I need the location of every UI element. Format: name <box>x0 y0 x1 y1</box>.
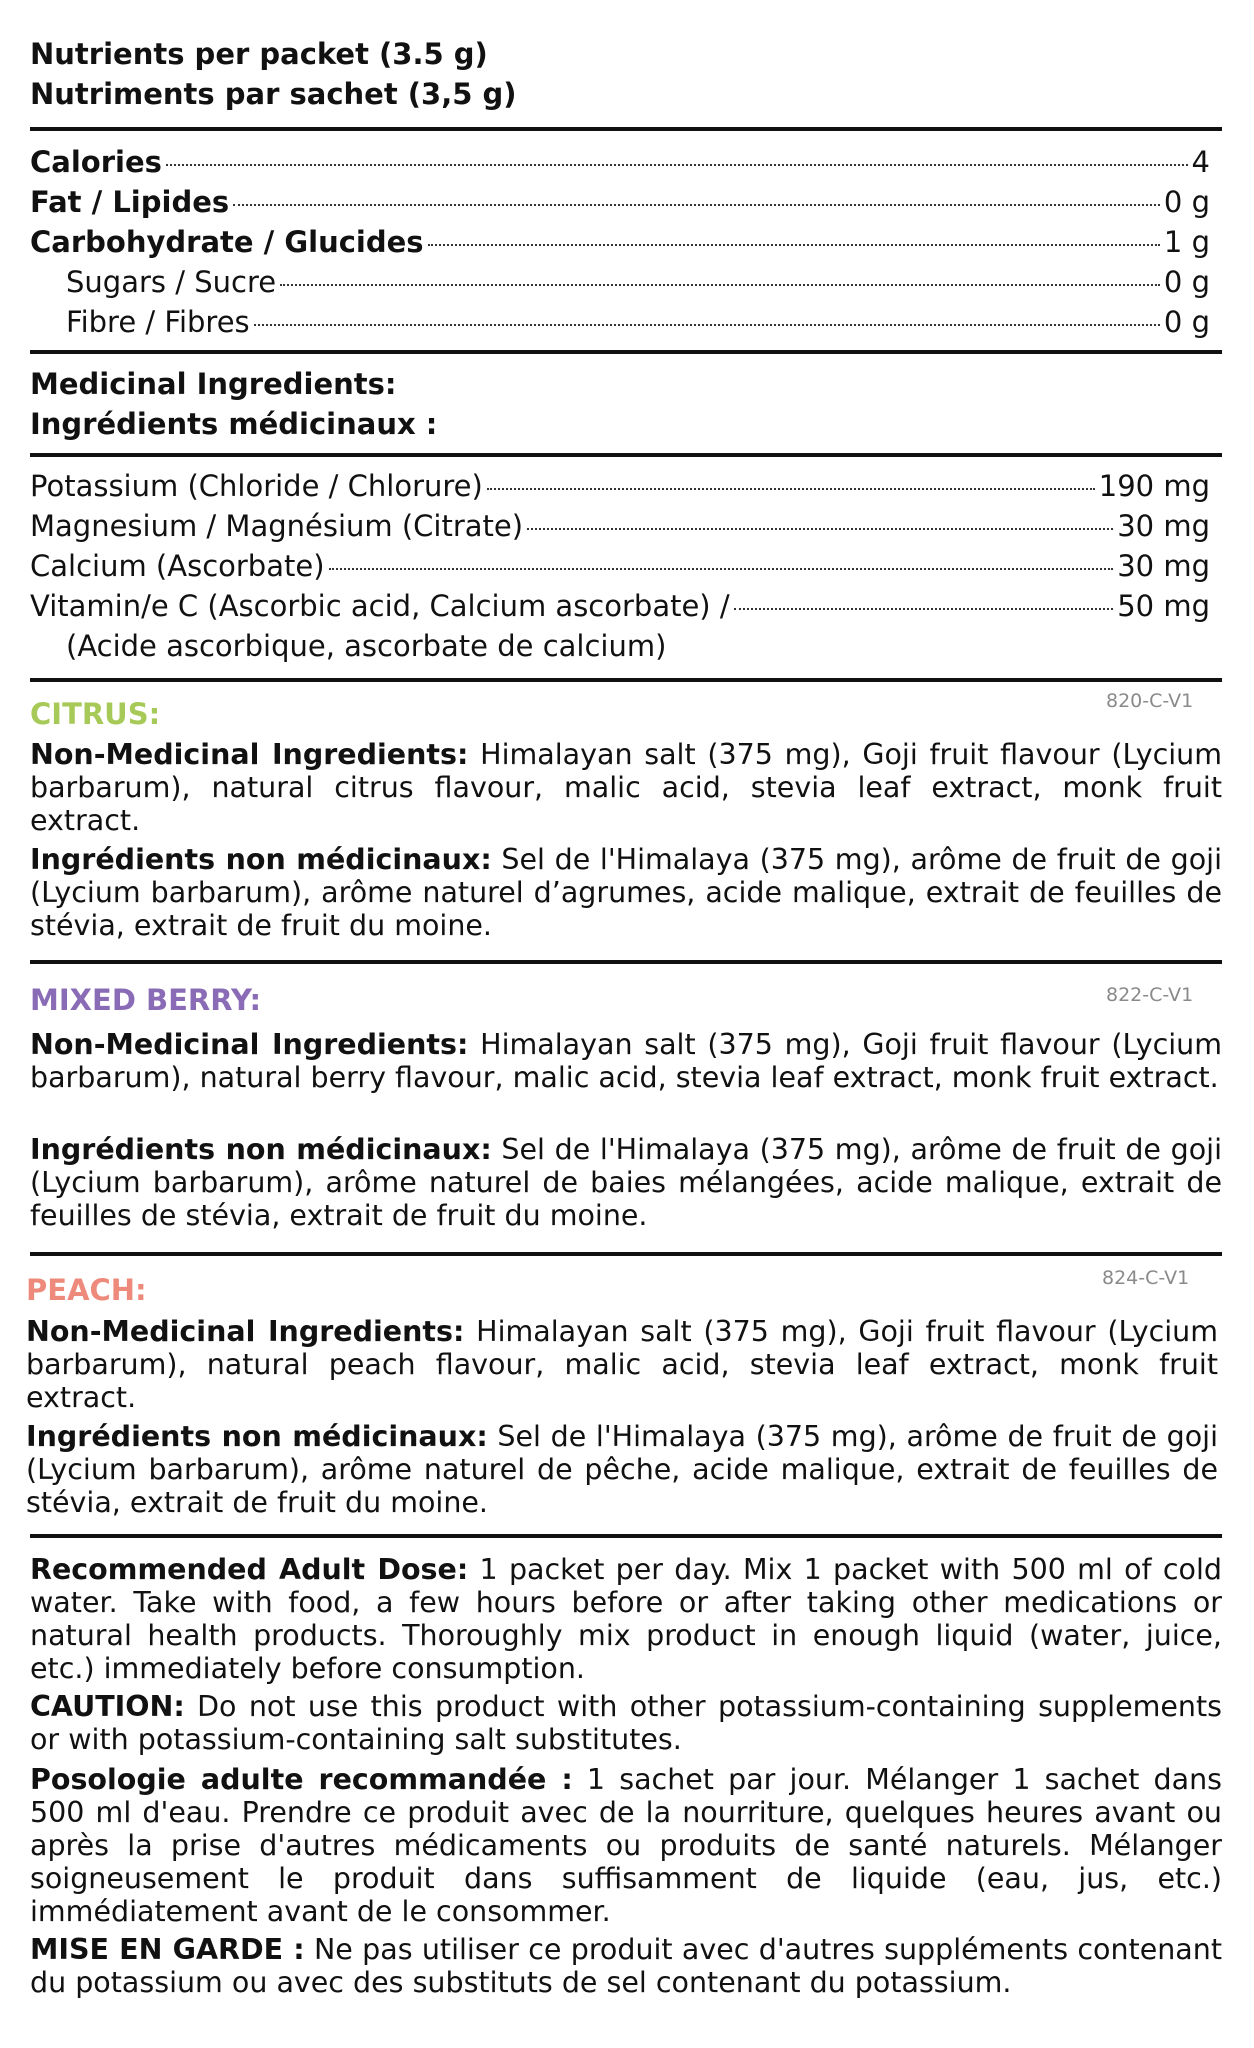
medicinal-heading-fr: Ingrédients médicinaux : <box>30 407 438 441</box>
flavor-code: 824-C-V1 <box>1102 1267 1190 1289</box>
divider <box>30 960 1222 964</box>
dose-en: Recommended Adult Dose: 1 packet per day… <box>30 1553 1222 1685</box>
ingredients-text: Sel de l'Himalaya (375 mg), arôme de fru… <box>30 1133 1222 1232</box>
flavor-name-citrus: CITRUS: <box>30 697 161 731</box>
ingredients-label: Ingrédients non médicinaux: <box>30 1133 492 1166</box>
nutrient-label: Calories <box>30 145 162 179</box>
flavor-code: 820-C-V1 <box>1106 690 1194 712</box>
caution-label: MISE EN GARDE : <box>30 1933 305 1966</box>
ingredients-text: Himalayan salt (375 mg), Goji fruit flav… <box>30 1028 1222 1094</box>
ingredients-label: Non-Medicinal Ingredients: <box>30 1028 469 1061</box>
ingredient-label: Vitamin/e C (Ascorbic acid, Calcium asco… <box>30 589 730 623</box>
ingredient-label: Calcium (Ascorbate) <box>30 549 325 583</box>
nutrient-label: Carbohydrate / Glucides <box>30 225 424 259</box>
ingredient-value: 30 mg <box>1117 549 1210 583</box>
dose-text: 1 sachet par jour. Mélanger 1 sachet dan… <box>30 1763 1222 1928</box>
citrus-ingredients-en: Non-Medicinal Ingredients: Himalayan sal… <box>30 738 1222 837</box>
nutrient-row-fat: Fat / Lipides 0 g <box>30 182 1210 222</box>
divider <box>30 678 1222 682</box>
medicinal-row-vitamin-c: Vitamin/e C (Ascorbic acid, Calcium asco… <box>30 586 1210 626</box>
ingredient-label: Magnesium / Magnésium (Citrate) <box>30 509 524 543</box>
flavor-name-mixed-berry: MIXED BERRY: <box>30 983 262 1017</box>
vitamin-c-french: (Acide ascorbique, ascorbate de calcium) <box>66 629 667 663</box>
ingredient-value: 50 mg <box>1117 589 1210 623</box>
nutrients-heading-fr: Nutriments par sachet (3,5 g) <box>30 77 517 111</box>
nutrient-value: 0 g <box>1163 305 1210 339</box>
divider <box>30 1534 1222 1538</box>
medicinal-row-calcium: Calcium (Ascorbate) 30 mg <box>30 546 1210 586</box>
ingredients-label: Ingrédients non médicinaux: <box>30 843 492 876</box>
ingredient-value: 190 mg <box>1098 469 1210 503</box>
medicinal-row-potassium: Potassium (Chloride / Chlorure) 190 mg <box>30 466 1210 506</box>
nutrient-row-calories: Calories 4 <box>30 142 1210 182</box>
peach-ingredients-en: Non-Medicinal Ingredients: Himalayan sal… <box>26 1315 1218 1414</box>
ingredients-label: Ingrédients non médicinaux: <box>26 1420 488 1453</box>
nutrient-value: 4 <box>1191 145 1210 179</box>
divider <box>30 1252 1222 1256</box>
berry-ingredients-fr: Ingrédients non médicinaux: Sel de l'Him… <box>30 1133 1222 1232</box>
ingredients-text: Sel de l'Himalaya (375 mg), arôme de fru… <box>26 1420 1218 1519</box>
ingredients-label: Non-Medicinal Ingredients: <box>26 1315 465 1348</box>
divider <box>30 127 1222 131</box>
ingredients-text: Himalayan salt (375 mg), Goji fruit flav… <box>26 1315 1218 1414</box>
dose-label: Recommended Adult Dose: <box>30 1553 469 1586</box>
flavor-code: 822-C-V1 <box>1106 984 1194 1006</box>
nutrient-label: Fibre / Fibres <box>66 305 250 339</box>
nutrient-row-fibre: Fibre / Fibres 0 g <box>66 302 1210 342</box>
peach-ingredients-fr: Ingrédients non médicinaux: Sel de l'Him… <box>26 1420 1218 1519</box>
berry-ingredients-en: Non-Medicinal Ingredients: Himalayan sal… <box>30 1028 1222 1094</box>
nutrient-value: 1 g <box>1163 225 1210 259</box>
medicinal-heading-en: Medicinal Ingredients: <box>30 367 397 401</box>
divider <box>30 350 1222 354</box>
dose-label: Posologie adulte recommandée : <box>30 1763 573 1796</box>
nutrient-row-sugars: Sugars / Sucre 0 g <box>66 262 1210 302</box>
caution-fr: MISE EN GARDE : Ne pas utiliser ce produ… <box>30 1933 1222 1999</box>
flavor-name-peach: PEACH: <box>26 1273 147 1307</box>
nutrient-row-carbohydrate: Carbohydrate / Glucides 1 g <box>30 222 1210 262</box>
citrus-ingredients-fr: Ingrédients non médicinaux: Sel de l'Him… <box>30 843 1222 942</box>
caution-text: Ne pas utiliser ce produit avec d'autres… <box>30 1933 1222 1999</box>
medicinal-row-magnesium: Magnesium / Magnésium (Citrate) 30 mg <box>30 506 1210 546</box>
ingredients-text: Himalayan salt (375 mg), Goji fruit flav… <box>30 738 1222 837</box>
ingredients-label: Non-Medicinal Ingredients: <box>30 738 469 771</box>
ingredient-value: 30 mg <box>1117 509 1210 543</box>
ingredient-label: Potassium (Chloride / Chlorure) <box>30 469 483 503</box>
dose-text: 1 packet per day. Mix 1 packet with 500 … <box>30 1553 1222 1685</box>
nutrient-label: Fat / Lipides <box>30 185 230 219</box>
nutrient-label: Sugars / Sucre <box>66 265 277 299</box>
caution-en: CAUTION: Do not use this product with ot… <box>30 1690 1222 1756</box>
divider <box>30 453 1222 457</box>
caution-text: Do not use this product with other potas… <box>30 1690 1222 1756</box>
dose-fr: Posologie adulte recommandée : 1 sachet … <box>30 1763 1222 1928</box>
nutrients-heading-en: Nutrients per packet (3.5 g) <box>30 37 488 71</box>
nutrient-value: 0 g <box>1163 265 1210 299</box>
nutrient-value: 0 g <box>1163 185 1210 219</box>
caution-label: CAUTION: <box>30 1690 185 1723</box>
ingredients-text: Sel de l'Himalaya (375 mg), arôme de fru… <box>30 843 1222 942</box>
